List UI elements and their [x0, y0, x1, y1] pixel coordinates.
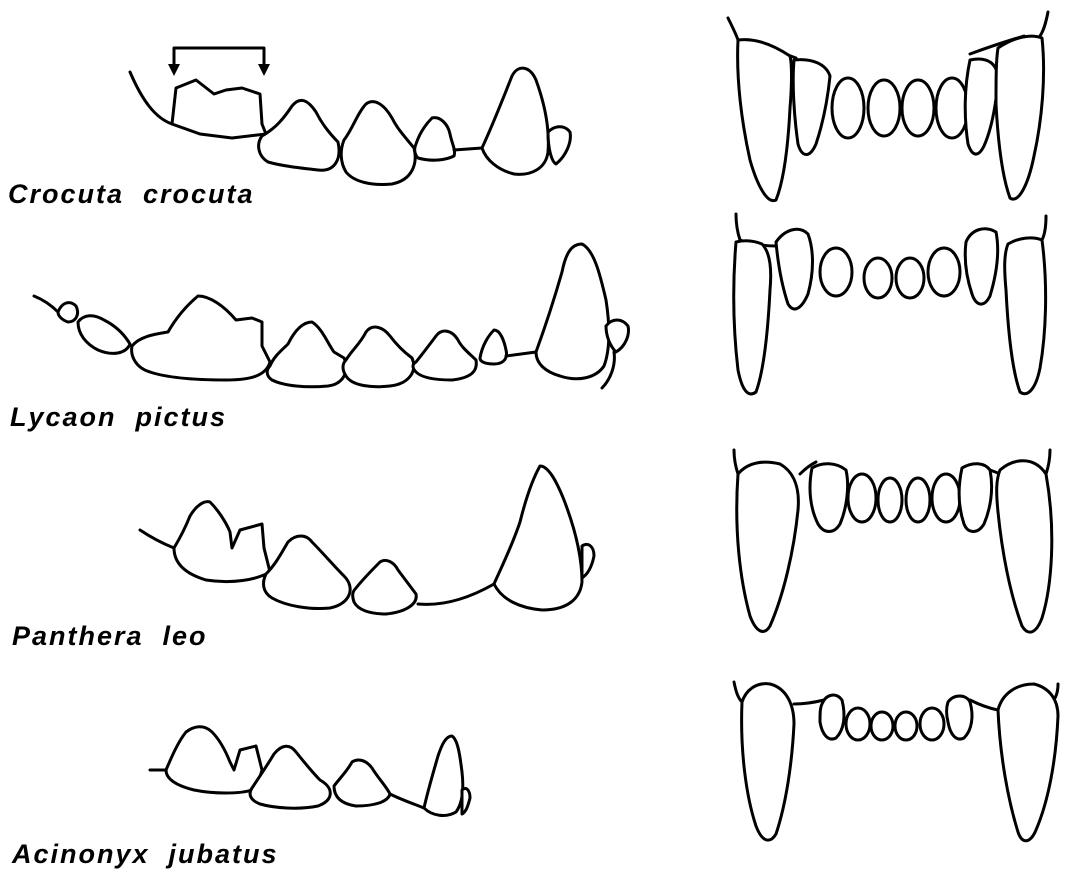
acinonyx-frontal-dentition [734, 682, 1058, 841]
acinonyx-frontal-left-canine [742, 684, 794, 840]
lycaon-molar-2 [78, 316, 130, 354]
lycaon-premolar-2 [413, 331, 476, 380]
lycaon-frontal-incisor-1 [820, 248, 852, 296]
acinonyx-incisor [462, 788, 470, 814]
species-label-crocuta: Crocuta crocuta [8, 181, 255, 208]
crocuta-frontal-left-lateral-incisor [793, 60, 830, 155]
crocuta-frontal-incisor-1 [832, 78, 864, 138]
crocuta-frontal-incisor-3 [902, 80, 934, 136]
acinonyx-frontal-right-canine [998, 684, 1058, 841]
lycaon-canine [536, 244, 609, 379]
lycaon-frontal-right-canine [1005, 238, 1046, 394]
crocuta-incisor [548, 127, 570, 164]
panthera-incisor [582, 544, 594, 578]
panthera-lateral-dentition [140, 466, 594, 614]
crocuta-frontal-right-canine [996, 36, 1044, 199]
lycaon-molar-carnassial [132, 296, 270, 380]
panthera-carnassial [174, 502, 270, 582]
crocuta-frontal-jaw [728, 12, 1048, 40]
acinonyx-jaw-line-2 [390, 794, 424, 808]
crocuta-premolar-2 [415, 118, 455, 160]
lycaon-frontal-incisor-4 [928, 248, 960, 296]
acinonyx-frontal-right-tooth [947, 696, 973, 739]
panthera-frontal-right-canine [997, 461, 1052, 632]
acinonyx-canine [424, 736, 463, 815]
crocuta-lateral-dentition [130, 48, 570, 185]
lycaon-premolar-4 [267, 322, 346, 387]
crocuta-premolar-3 [341, 102, 415, 185]
panthera-canine [494, 466, 582, 610]
acinonyx-frontal-incisor-2 [871, 712, 893, 740]
crocuta-jaw-line [130, 72, 172, 124]
lycaon-frontal-left-tooth [776, 229, 813, 309]
crocuta-canine [482, 68, 548, 174]
crocuta-jaw-line-2 [454, 148, 482, 150]
lycaon-premolar-1 [480, 330, 507, 364]
crocuta-frontal-right-lateral-incisor [965, 59, 998, 154]
lycaon-lateral-dentition [34, 244, 629, 388]
crocuta-frontal-dentition [728, 12, 1048, 201]
acinonyx-lateral-dentition [150, 727, 470, 816]
panthera-frontal-incisor-2 [878, 478, 902, 522]
panthera-frontal-left-tooth [810, 464, 848, 532]
crocuta-frontal-incisor-4 [936, 78, 968, 138]
lycaon-frontal-incisor-3 [896, 258, 924, 298]
crocuta-arrowhead-right [258, 64, 270, 76]
lycaon-frontal-right-tooth [965, 229, 997, 304]
lycaon-frontal-dentition [734, 214, 1046, 394]
lycaon-jaw-line [34, 296, 58, 312]
panthera-premolar-3 [353, 560, 417, 614]
lycaon-frontal-incisor-2 [864, 258, 892, 298]
crocuta-frontal-left-canine [738, 40, 792, 201]
panthera-frontal-dentition [734, 450, 1052, 632]
lycaon-premolar-3 [343, 327, 414, 387]
acinonyx-premolar-4 [250, 746, 330, 808]
acinonyx-frontal-incisor-4 [920, 708, 944, 740]
acinonyx-premolar-3 [334, 760, 390, 806]
panthera-frontal-incisor-4 [932, 474, 960, 522]
panthera-frontal-left-canine [737, 462, 799, 631]
panthera-frontal-incisor-1 [848, 474, 876, 522]
panthera-frontal-incisor-3 [906, 478, 930, 522]
lycaon-jaw-line-2 [506, 352, 536, 356]
panthera-jaw-line-2 [418, 584, 494, 604]
species-label-lycaon: Lycaon pictus [10, 404, 227, 431]
crocuta-premolar-4 [259, 100, 339, 170]
crocuta-molar-carnassial [172, 80, 266, 138]
crocuta-frontal-incisor-2 [868, 80, 900, 136]
panthera-frontal-right-tooth [959, 464, 991, 532]
panthera-premolar-4 [264, 536, 351, 609]
acinonyx-frontal-incisor-1 [846, 708, 870, 740]
lycaon-molar-3 [58, 303, 78, 322]
panthera-jaw-line [140, 530, 174, 548]
acinonyx-frontal-incisor-3 [895, 712, 917, 740]
acinonyx-carnassial [166, 727, 262, 793]
lycaon-frontal-left-canine [734, 241, 771, 394]
crocuta-arrowhead-left [168, 64, 180, 76]
species-label-panthera: Panthera leo [12, 623, 208, 650]
acinonyx-frontal-left-tooth [820, 695, 844, 739]
crocuta-carnassial-arrow [174, 48, 264, 72]
species-label-acinonyx: Acinonyx jubatus [12, 841, 279, 868]
